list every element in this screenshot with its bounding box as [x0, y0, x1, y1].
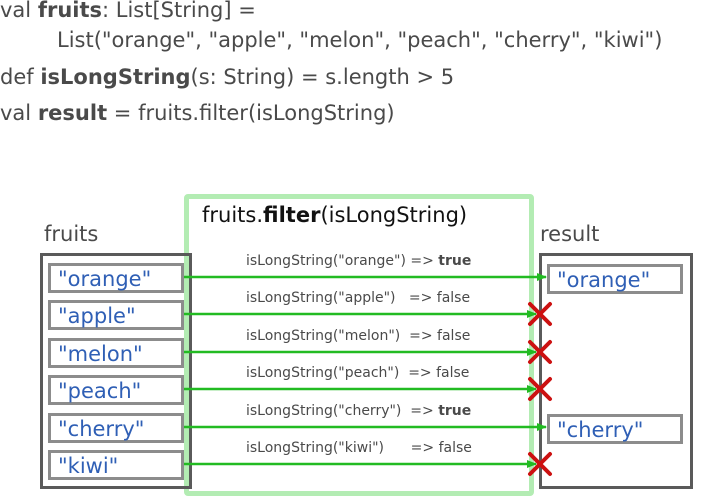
keyword-def: def [0, 65, 34, 89]
call-label: isLongString("melon") => false [246, 328, 470, 344]
result-item: "orange" [547, 264, 683, 294]
reject-x-icon [528, 340, 552, 364]
call-value: true [438, 403, 472, 419]
keyword-val: val [0, 0, 32, 22]
code-line-4: val result = fruits.filter(isLongString) [0, 101, 395, 125]
reject-x-icon [528, 302, 552, 326]
call-expr: isLongString("apple") => [246, 290, 437, 306]
result-panel [539, 253, 693, 489]
arrow-layer [184, 273, 552, 476]
filter-title: fruits.filter(isLongString) [202, 203, 467, 227]
call-value: true [438, 253, 472, 269]
code-line-1: val fruits: List[String] = [0, 0, 256, 22]
call-expr: isLongString("peach") => [246, 365, 437, 381]
fruits-label: fruits [44, 222, 99, 246]
code-line-2: List("orange", "apple", "melon", "peach"… [57, 28, 662, 52]
filter-title-method: filter [263, 203, 321, 227]
identifier-isLongString: isLongString [40, 65, 191, 89]
fruit-item: "cherry" [48, 413, 184, 443]
call-label: isLongString("orange") => true [246, 253, 471, 269]
call-expr: isLongString("cherry") => [246, 403, 439, 419]
reject-x-icon [528, 452, 552, 476]
code-line-3: def isLongString(s: String) = s.length >… [0, 65, 454, 89]
reject-x-icon [528, 377, 552, 401]
call-expr: isLongString("melon") => [246, 328, 438, 344]
keyword-val: val [0, 101, 32, 125]
call-label: isLongString("peach") => false [246, 365, 469, 381]
code-text: = fruits.filter(isLongString) [107, 101, 395, 125]
fruit-item: "peach" [48, 375, 184, 405]
identifier-result: result [37, 101, 108, 125]
call-value: false [437, 328, 471, 344]
call-label: isLongString("kiwi") => false [246, 440, 472, 456]
result-label: result [540, 222, 600, 246]
code-text: : List[String] = [102, 0, 256, 22]
call-value: false [438, 440, 472, 456]
call-expr: isLongString("kiwi") => [246, 440, 439, 456]
fruit-item: "apple" [48, 300, 184, 330]
identifier-fruits: fruits [37, 0, 103, 22]
result-item: "cherry" [547, 414, 683, 444]
call-value: false [436, 290, 471, 306]
code-text: (s: String) = s.length > 5 [190, 65, 455, 89]
call-expr: isLongString("orange") => [246, 253, 439, 269]
fruits-panel [40, 253, 192, 489]
filter-title-prefix: fruits. [202, 203, 264, 227]
call-label: isLongString("cherry") => true [246, 403, 471, 419]
fruit-item: "kiwi" [48, 450, 184, 480]
fruit-item: "orange" [48, 263, 184, 293]
filter-title-args: (isLongString) [320, 203, 468, 227]
call-label: isLongString("apple") => false [246, 290, 470, 306]
code-text: List("orange", "apple", "melon", "peach"… [57, 28, 663, 52]
call-value: false [436, 365, 470, 381]
fruit-item: "melon" [48, 338, 184, 368]
